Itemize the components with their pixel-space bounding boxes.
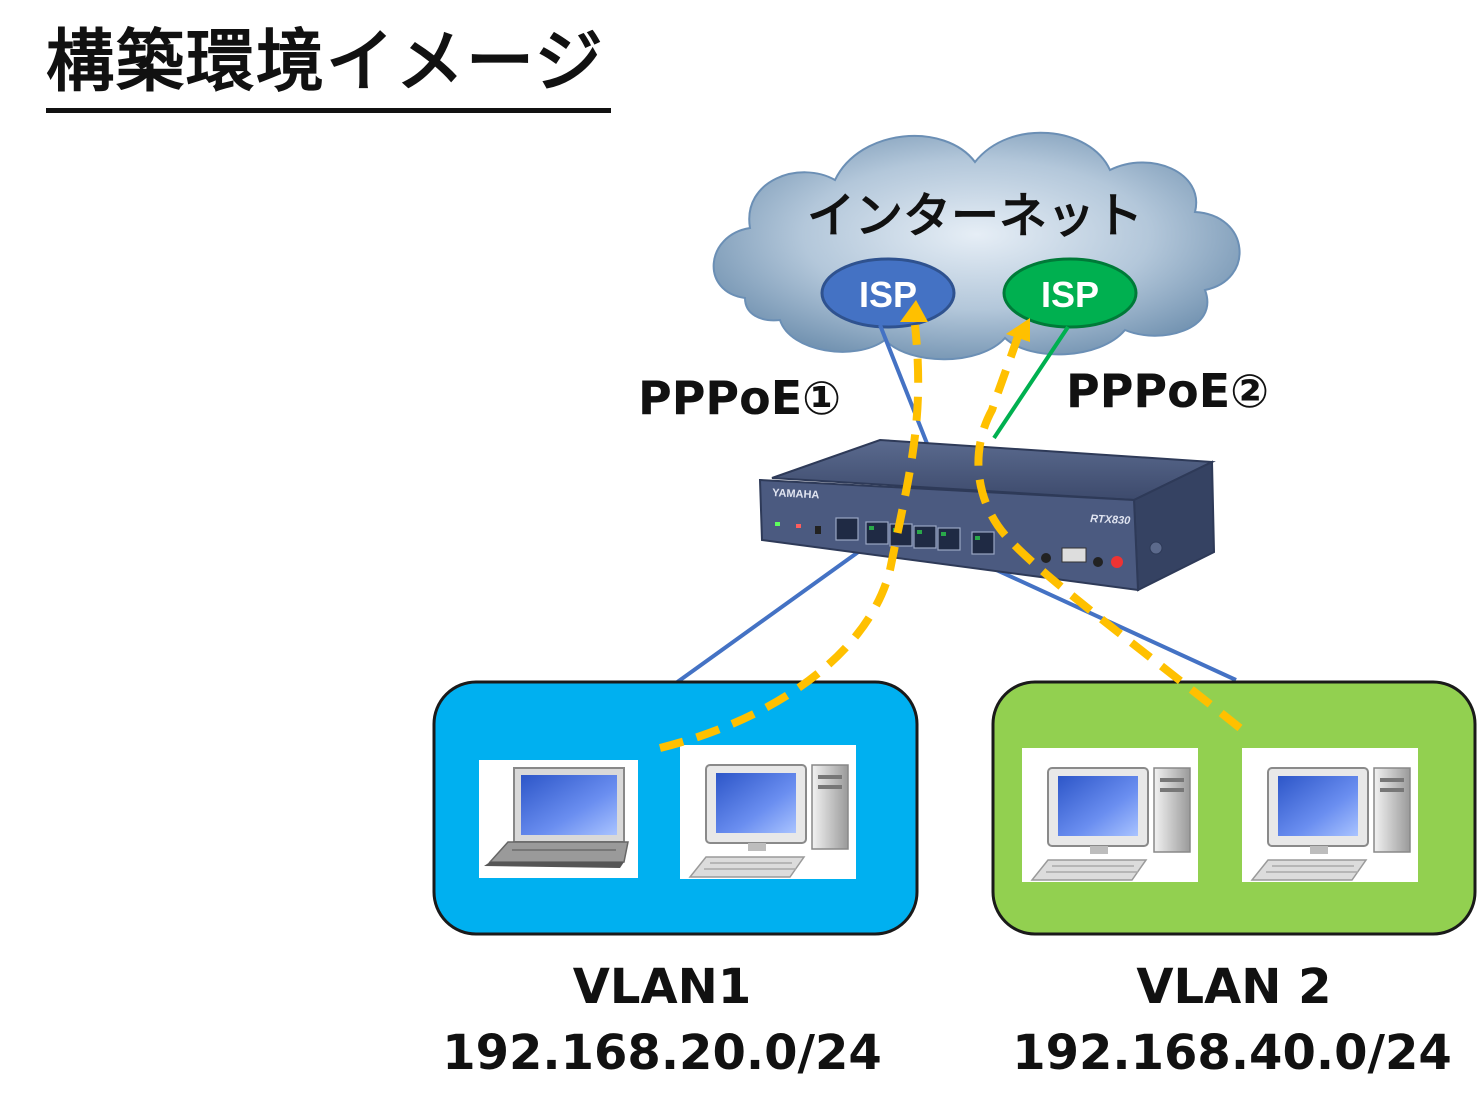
page-title: 構築環境イメージ — [46, 18, 611, 113]
pppoe-2-link — [992, 325, 1070, 440]
isp-2-oval — [1002, 257, 1138, 329]
vlan2-subnet: 192.168.40.0/24 — [1012, 1025, 1452, 1081]
vlan1-link — [674, 543, 870, 685]
pppoe-2-label: PPPoE② — [1066, 364, 1269, 418]
traffic-flow-2 — [974, 318, 1243, 732]
isp-2-label: ISP — [1041, 274, 1099, 315]
internet-cloud: インターネット — [712, 131, 1241, 361]
desktop-pc-icon — [679, 744, 857, 880]
laptop-icon — [479, 760, 638, 878]
router: YAMAHA RTX830 — [758, 438, 1216, 592]
pppoe-1-label: PPPoE① — [638, 371, 841, 425]
desktop-pc-icon — [1241, 747, 1419, 883]
router-brand: YAMAHA — [772, 487, 820, 501]
router-model: RTX830 — [1090, 513, 1132, 527]
vlan1-subnet: 192.168.20.0/24 — [442, 1025, 882, 1081]
isp-1-label: ISP — [859, 274, 917, 315]
vlan1-name: VLAN1 — [573, 959, 751, 1015]
internet-label: インターネット — [807, 188, 1143, 244]
desktop-pc-icon — [1021, 747, 1199, 883]
isp-2: ISP — [1002, 257, 1138, 329]
traffic-flow-1 — [659, 300, 928, 752]
isp-1: ISP — [820, 257, 956, 329]
pppoe-1-link — [878, 324, 930, 447]
vlan2-name: VLAN 2 — [1136, 959, 1331, 1015]
